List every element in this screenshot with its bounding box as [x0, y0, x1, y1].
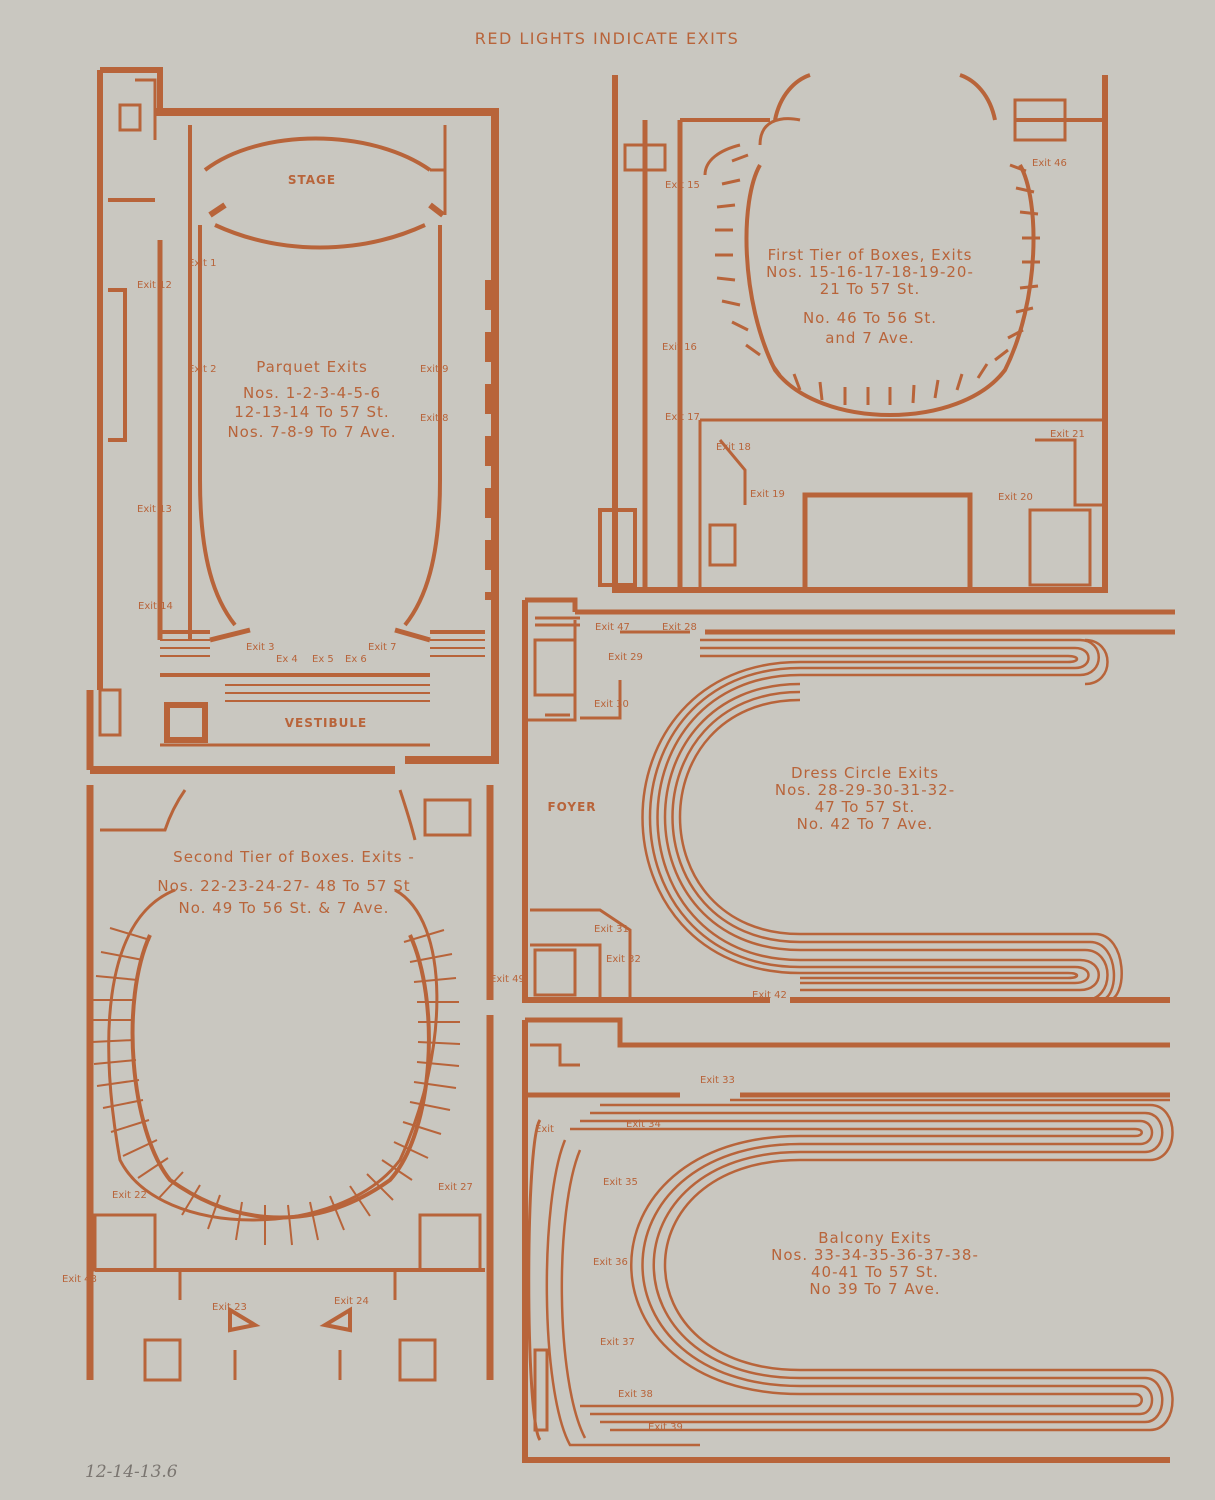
second-tier-partitions [91, 927, 461, 1246]
first-tier-line-3: 21 To 57 St. [820, 280, 920, 298]
vestibule-label: VESTIBULE [285, 716, 368, 730]
exit-14-label: Exit 14 [138, 601, 173, 612]
exit-2-label: Exit 2 [188, 364, 216, 375]
exit-46-label: Exit 46 [1032, 158, 1067, 169]
dress-circle-line-1: Dress Circle Exits [791, 764, 939, 782]
exit-4-label: Ex 4 [276, 654, 298, 665]
exit-8-label: Exit 8 [420, 413, 448, 424]
balcony-line-4: No 39 To 7 Ave. [809, 1280, 940, 1298]
exit-3-label: Exit 3 [246, 642, 274, 653]
dress-circle-curves [641, 638, 1123, 1002]
box-partitions [715, 153, 1040, 405]
exit-1-label: Exit 1 [188, 258, 216, 269]
second-tier-line-3: No. 49 To 56 St. & 7 Ave. [179, 899, 390, 917]
dress-circle-line-3: 47 To 57 St. [815, 798, 915, 816]
first-tier-line-2: Nos. 15-16-17-18-19-20- [766, 263, 974, 281]
exit-48-label: Exit 48 [62, 1274, 97, 1285]
dress-circle-plan [522, 597, 1175, 1003]
exit-32-label: Exit 32 [606, 954, 641, 965]
exit-21-label: Exit 21 [1050, 429, 1085, 440]
exit-5-label: Ex 5 [312, 654, 334, 665]
exit-6-label: Ex 6 [345, 654, 367, 665]
exit-23-label: Exit 23 [212, 1302, 247, 1313]
exit-33-label: Exit 33 [700, 1075, 735, 1086]
exit-17-label: Exit 17 [665, 412, 700, 423]
exit-42-label: Exit 42 [752, 990, 787, 1001]
balcony-curves [545, 1098, 1174, 1447]
exit-30-label: Exit 30 [594, 699, 629, 710]
parquet-line-3: Nos. 7-8-9 To 7 Ave. [227, 423, 396, 441]
stage-label: STAGE [288, 173, 336, 187]
exit-unnumbered-label: Exit [535, 1124, 554, 1135]
exit-9-label: Exit 9 [420, 364, 448, 375]
first-tier-line-4: No. 46 To 56 St. [803, 309, 937, 327]
parquet-line-1: Nos. 1-2-3-4-5-6 [243, 384, 381, 402]
exit-37-label: Exit 37 [600, 1337, 635, 1348]
exit-27-label: Exit 27 [438, 1182, 473, 1193]
parquet-title: Parquet Exits [256, 358, 368, 376]
exit-24-label: Exit 24 [334, 1296, 369, 1307]
second-tier-line-2: Nos. 22-23-24-27- 48 To 57 St [157, 877, 410, 895]
exit-36-label: Exit 36 [593, 1257, 628, 1268]
exit-35-label: Exit 35 [603, 1177, 638, 1188]
exit-16-label: Exit 16 [662, 342, 697, 353]
first-tier-line-5: and 7 Ave. [825, 329, 915, 347]
exit-29-label: Exit 29 [608, 652, 643, 663]
balcony-line-2: Nos. 33-34-35-36-37-38- [771, 1246, 979, 1264]
balcony-line-1: Balcony Exits [818, 1229, 931, 1247]
exit-20-label: Exit 20 [998, 492, 1033, 503]
exit-7-label: Exit 7 [368, 642, 396, 653]
exit-31-label: Exit 31 [594, 924, 629, 935]
parquet-plan [86, 67, 499, 774]
first-tier-line-1: First Tier of Boxes, Exits [768, 246, 973, 264]
second-tier-line-1: Second Tier of Boxes. Exits - [173, 848, 415, 866]
exit-12-label: Exit 12 [137, 280, 172, 291]
exit-13-label: Exit 13 [137, 504, 172, 515]
exit-22-label: Exit 22 [112, 1190, 147, 1201]
exit-19-label: Exit 19 [750, 489, 785, 500]
exit-47-label: Exit 47 [595, 622, 630, 633]
balcony-line-3: 40-41 To 57 St. [811, 1263, 939, 1281]
exit-28-label: Exit 28 [662, 622, 697, 633]
first-tier-plan [598, 73, 1108, 593]
parquet-line-2: 12-13-14 To 57 St. [234, 403, 389, 421]
second-tier-plan [86, 785, 494, 1382]
balcony-plan [522, 1017, 1170, 1463]
exit-49-label: Exit 49 [490, 974, 525, 985]
exit-18-label: Exit 18 [716, 442, 751, 453]
dress-circle-line-2: Nos. 28-29-30-31-32- [775, 781, 955, 799]
page-header: RED LIGHTS INDICATE EXITS [475, 29, 740, 48]
exit-34-label: Exit 34 [626, 1119, 661, 1130]
exit-15-label: Exit 15 [665, 180, 700, 191]
foyer-label: FOYER [547, 800, 596, 814]
exit-38-label: Exit 38 [618, 1389, 653, 1400]
exit-39-label: Exit 39 [648, 1422, 683, 1433]
dress-circle-line-4: No. 42 To 7 Ave. [797, 815, 934, 833]
handwritten-date-note: 12-14-13.6 [85, 1462, 178, 1482]
